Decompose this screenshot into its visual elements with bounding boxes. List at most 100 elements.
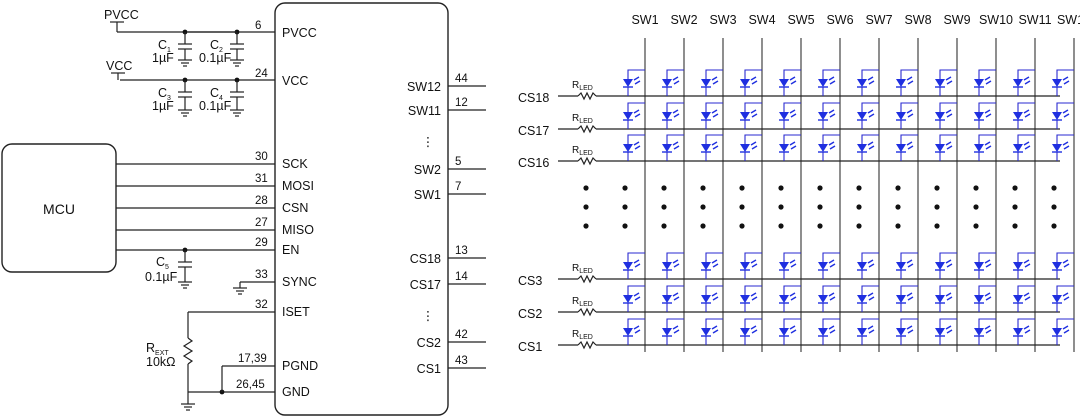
resistor-rled-cs16 — [577, 156, 597, 166]
pin-num-sck: 30 — [255, 151, 268, 163]
led-cs17-sw8 — [896, 102, 918, 129]
rled-label-cs1: RLED — [572, 329, 593, 341]
switch-label-sw3: SW3 — [709, 13, 736, 27]
resistor-rled-cs3 — [577, 274, 597, 284]
led-cs3-sw8 — [896, 252, 918, 279]
led-cs17-sw6 — [818, 102, 840, 129]
ellipsis-dot — [778, 204, 784, 210]
led-cs2-sw12 — [1052, 285, 1074, 312]
switch-label-sw5: SW5 — [787, 13, 814, 27]
ellipsis-dot — [1012, 185, 1018, 191]
pin-label-cs2: CS2 — [417, 336, 441, 350]
led-cs1-sw4 — [740, 318, 762, 345]
ellipsis-dot — [661, 204, 667, 210]
pin-num-pvcc: 6 — [255, 20, 261, 32]
ellipsis-dot — [934, 185, 940, 191]
ellipsis-dot — [973, 185, 979, 191]
switch-label-sw6: SW6 — [826, 13, 853, 27]
pin-num-gnd: 26,45 — [236, 379, 265, 391]
led-cs1-sw8 — [896, 318, 918, 345]
ellipsis-dot — [895, 223, 901, 229]
rext-value: 10kΩ — [146, 355, 176, 369]
c3-name: C — [158, 86, 167, 100]
led-cs17-sw11 — [1013, 102, 1035, 129]
rext-name: R — [146, 341, 155, 355]
pin-num-miso: 27 — [255, 217, 268, 229]
c5-value: 0.1µF — [145, 270, 178, 284]
pin-label-pgnd: PGND — [282, 359, 318, 373]
capacitor-c3: C3 1µF — [152, 80, 192, 117]
rled-label-cs3: RLED — [572, 263, 593, 275]
ellipsis-dot — [661, 185, 667, 191]
led-cs17-sw12 — [1052, 102, 1074, 129]
row-label-cs2: CS2 — [518, 307, 542, 321]
c1-value: 1µF — [152, 51, 174, 65]
ellipsis-dot — [778, 223, 784, 229]
led-cs17-sw7 — [857, 102, 879, 129]
led-cs3-sw6 — [818, 252, 840, 279]
rext-sub: EXT — [155, 350, 169, 357]
led-cs16-sw9 — [935, 134, 957, 161]
pin-num-cs1: 43 — [455, 355, 468, 367]
led-cs1-sw10 — [974, 318, 996, 345]
ellipsis-dot — [817, 204, 823, 210]
capacitor-c5: C5 0.1µF — [145, 247, 192, 289]
pin-label-iset: ISET — [282, 305, 310, 319]
ellipsis-dot — [778, 185, 784, 191]
led-cs16-sw3 — [701, 134, 723, 161]
switch-label-sw2: SW2 — [670, 13, 697, 27]
ellipsis-dot — [739, 223, 745, 229]
ellipsis-dot — [700, 223, 706, 229]
pin-num-cs2: 42 — [455, 329, 468, 341]
led-cs1-sw7 — [857, 318, 879, 345]
led-cs1-sw6 — [818, 318, 840, 345]
pin-num-pgnd: 17,39 — [238, 353, 267, 365]
ellipsis-sw: ⋮ — [422, 135, 435, 149]
led-cs3-sw12 — [1052, 252, 1074, 279]
pin-num-mosi: 31 — [255, 173, 268, 185]
pin-label-sync: SYNC — [282, 275, 317, 289]
led-cs3-sw3 — [701, 252, 723, 279]
switch-label-sw12: SW12 — [1057, 13, 1080, 27]
led-cs18-sw10 — [974, 69, 996, 96]
ellipsis-cs: ⋮ — [422, 309, 435, 323]
led-cs16-sw4 — [740, 134, 762, 161]
led-cs3-sw7 — [857, 252, 879, 279]
pin-num-cs18: 13 — [455, 245, 468, 257]
c1-sub: 1 — [167, 47, 171, 54]
switch-label-sw4: SW4 — [748, 13, 775, 27]
led-cs18-sw1 — [623, 69, 645, 96]
rled-label-cs16: RLED — [572, 145, 593, 157]
led-cs2-sw1 — [623, 285, 645, 312]
ellipsis-dot — [739, 204, 745, 210]
ellipsis-dot — [661, 223, 667, 229]
ellipsis-dot — [1051, 223, 1057, 229]
pin-num-sw11: 12 — [455, 97, 468, 109]
pin-num-sw12: 44 — [455, 73, 468, 85]
led-cs3-sw2 — [662, 252, 684, 279]
led-cs18-sw4 — [740, 69, 762, 96]
row-label-cs16: CS16 — [518, 156, 549, 170]
svg-text:C1: C1 — [158, 38, 171, 54]
led-cs16-sw7 — [857, 134, 879, 161]
ellipsis-dot — [1012, 223, 1018, 229]
svg-text:C3: C3 — [158, 86, 171, 102]
led-cs1-sw5 — [779, 318, 801, 345]
led-cs1-sw12 — [1052, 318, 1074, 345]
rled-label-cs18: RLED — [572, 80, 593, 92]
pin-num-sw1: 7 — [455, 181, 461, 193]
pin-num-cs17: 14 — [455, 271, 468, 283]
c4-value: 0.1µF — [199, 99, 232, 113]
c2-value: 0.1µF — [199, 51, 232, 65]
led-cs3-sw9 — [935, 252, 957, 279]
led-cs1-sw11 — [1013, 318, 1035, 345]
ellipsis-dot — [700, 185, 706, 191]
c2-sub: 2 — [219, 47, 223, 54]
led-cs16-sw2 — [662, 134, 684, 161]
led-cs17-sw10 — [974, 102, 996, 129]
ellipsis-dot — [895, 185, 901, 191]
pin-num-vcc: 24 — [255, 68, 268, 80]
pin-label-gnd: GND — [282, 385, 310, 399]
ic-left-pins: 6 PVCC 24 VCC 30 SCK 31 MOSI 28 CSN 27 M… — [116, 20, 318, 399]
